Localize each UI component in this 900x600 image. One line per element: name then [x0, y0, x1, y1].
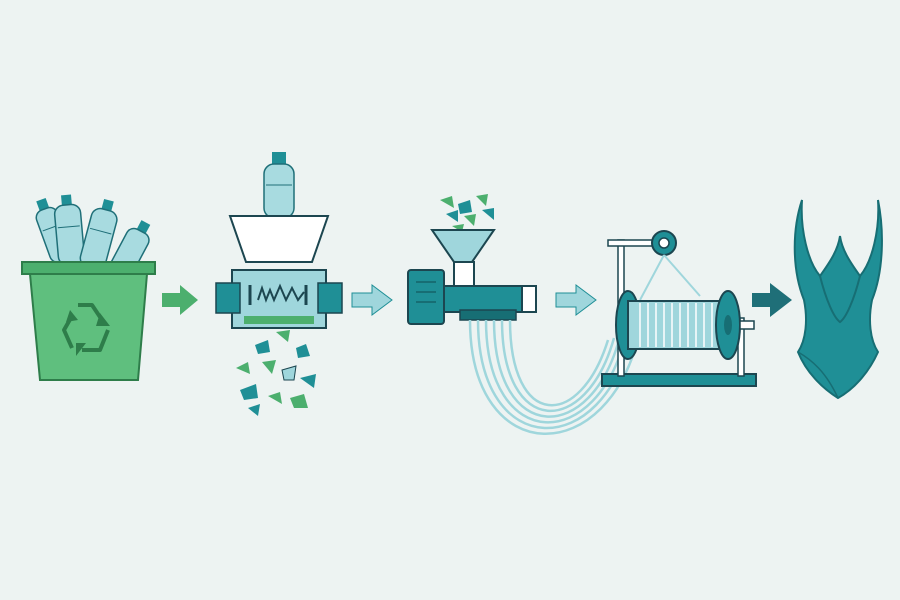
bin-body [28, 273, 149, 381]
shredder-hopper [228, 215, 330, 263]
swimsuit-icon [793, 199, 883, 400]
shredder-side-right [317, 282, 343, 314]
yarn-spool-icon [615, 290, 755, 360]
recycling-bin-step [21, 194, 156, 381]
plastic-flakes-icon [236, 330, 316, 416]
arrow-right-icon [752, 283, 792, 317]
extruder-barrel [443, 285, 525, 313]
shredder-side-left [215, 282, 241, 314]
extruder-die [521, 285, 537, 313]
shredder-output-tray [244, 316, 314, 324]
bin-rim [21, 261, 156, 275]
shredder-step [215, 152, 343, 416]
shredder-blades [257, 283, 305, 303]
extruder-step [407, 194, 642, 435]
winder-base [601, 373, 757, 387]
arrow-right-icon [555, 284, 597, 316]
spool-winder-step [601, 230, 757, 387]
arrow-right-icon [351, 284, 393, 316]
swimsuit-step [793, 199, 883, 400]
extruder-funnel-neck [453, 261, 475, 289]
arrow-right-icon [162, 285, 198, 315]
plastic-flakes-icon [440, 194, 494, 232]
recycle-icon [62, 303, 110, 356]
extruder-motor [407, 269, 445, 325]
